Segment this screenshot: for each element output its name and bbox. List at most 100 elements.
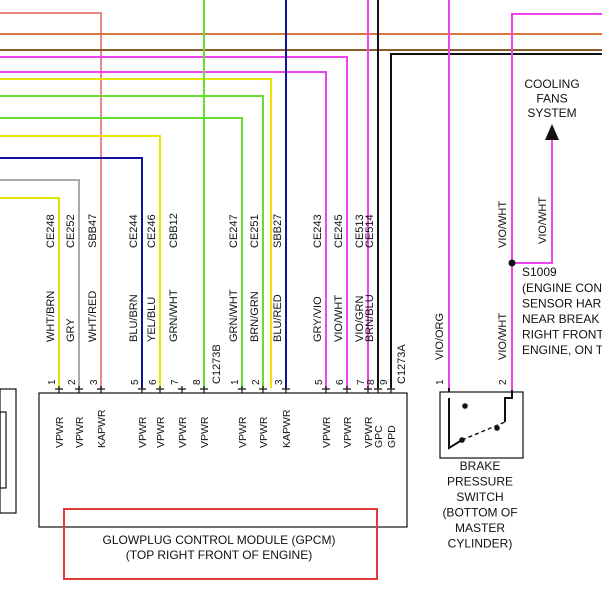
gpcm-pin-5-wire-color: YEL/BLU (146, 297, 158, 342)
gpcm-pin-6-terminal (178, 386, 186, 393)
wire-gray-bus (0, 179, 80, 388)
gpcm-pin-3-wire-color: WHT/RED (87, 291, 99, 342)
gpcm-module-box (38, 392, 408, 528)
gpcm-pin-6-wire-color: GRN/WHT (168, 289, 180, 342)
brake-switch-pivot-1 (462, 403, 468, 409)
gpcm-pin-8-wire-color: GRN/WHT (228, 289, 240, 342)
brake-switch-pivot-3 (494, 425, 500, 431)
gpcm-pin-14-number: 8 (366, 379, 377, 385)
gpcm-pin-15-function: GPD (386, 425, 398, 448)
gpcm-pin-3-circuit: SBB47 (87, 214, 99, 248)
gpcm-pin-9-terminal (259, 386, 267, 393)
gpcm-pin-14-terminal (374, 386, 382, 393)
gpcm-pin-8-function: VPWR (237, 416, 249, 448)
brake-label-line-1: BRAKE (460, 459, 501, 473)
gpcm-pin-10-circuit: SBB27 (272, 214, 284, 248)
gpcm-pin-15-terminal (387, 386, 395, 393)
gpcm-pin-8-circuit: CE247 (228, 214, 240, 248)
gpcm-pin-1-number: 1 (47, 379, 58, 385)
gpcm-pin-6-number: 7 (170, 379, 181, 385)
wire-green-bus (0, 95, 264, 388)
wire-blue-brown-bus (0, 157, 143, 388)
gpcm-pin-12-wire-color: VIO/WHT (333, 295, 345, 342)
gpcm-pin-10-function: KAPWR (281, 409, 293, 448)
gpcm-pin-1-circuit: CE248 (45, 214, 57, 248)
gpcm-pin-2-number: 2 (67, 379, 78, 385)
splice-desc-line-1: (ENGINE CONT (522, 281, 602, 295)
up-arrow-icon (545, 124, 559, 140)
brake-switch-box (439, 391, 524, 459)
gpcm-pin-9-function: VPWR (258, 416, 270, 448)
wire-yellow-blue-bus (0, 135, 161, 388)
brake-wire-2-color: VIO/WHT (497, 313, 509, 360)
gpcm-pin-8-terminal (238, 386, 246, 393)
gpcm-pin-1-terminal (55, 386, 63, 393)
wire-violet-white-bus (0, 56, 348, 388)
splice-desc-line-2: SENSOR HAR (522, 297, 602, 311)
gpcm-pin-13-number: 7 (356, 379, 367, 385)
wire-harness (0, 0, 602, 390)
gpcm-pin-12-circuit: CE245 (333, 214, 345, 248)
gpcm-highlight-box (63, 508, 378, 580)
gpcm-pin-14-circuit: CE514 (364, 214, 376, 248)
connector-c1273b: C1273B (211, 344, 223, 384)
gpcm-pin-15-number: 9 (379, 379, 390, 385)
gpcm-pin-7-function: VPWR (199, 416, 211, 448)
wire-green-white-bus (0, 117, 243, 388)
left-component-box (0, 388, 17, 514)
gpcm-pin-4-number: 5 (130, 379, 141, 385)
gpcm-pin-1-wire-color: WHT/BRN (45, 291, 57, 342)
gpcm-pin-1-function: VPWR (54, 416, 66, 448)
brake-pin-1: 1 (435, 379, 446, 385)
gpcm-pin-12-terminal (343, 386, 351, 393)
gpcm-pin-12-function: VPWR (342, 416, 354, 448)
gpcm-pin-5-number: 6 (148, 379, 159, 385)
gpcm-pin-8-number: 1 (230, 379, 241, 385)
splice-dot (508, 259, 516, 267)
gpcm-pin-5-function: VPWR (155, 416, 167, 448)
gpcm-pin-11-wire-color: GRY/VIO (312, 296, 324, 342)
wire-white-brown-bus (0, 197, 60, 388)
gpcm-pin-4-wire-color: BLU/BRN (128, 294, 140, 342)
gpcm-pin-4-terminal (138, 386, 146, 393)
brake-pressure-switch: 1 2 VIO/ORG VIO/WHT BRAKEPRESSURESWITCH(… (434, 313, 524, 551)
brake-label-line-4: (BOTTOM OF (442, 506, 517, 520)
splice-desc-line-5: ENGINE, ON T (522, 343, 602, 357)
gpcm-name: GLOWPLUG CONTROL MODULE (GPCM) (103, 533, 336, 547)
connector-c1273a: C1273A (396, 344, 408, 384)
brake-wire-1-color: VIO/ORG (434, 313, 446, 360)
gpcm-pin-7-number: 8 (192, 379, 203, 385)
gpcm-pin-5-circuit: CE246 (146, 214, 158, 248)
gpcm-pin-2-wire-color: GRY (65, 318, 77, 342)
cooling-fans-line-1: COOLING (524, 77, 579, 91)
gpcm-pin-3-number: 3 (89, 379, 100, 385)
gpcm-pin-9-wire-color: BRN/GRN (249, 291, 261, 342)
left-component-inner (0, 411, 7, 489)
brake-switch-contact (461, 421, 506, 441)
splice-arrow-wire-color: VIO/WHT (537, 197, 549, 244)
gpcm-pin-14-wire-color: BRN/BLU (364, 294, 376, 342)
gpcm-pin-9-circuit: CE251 (249, 214, 261, 248)
gpcm-pin-10-wire-color: BLU/RED (272, 294, 284, 342)
gpcm-pin-6-circuit: CBB12 (168, 213, 180, 248)
brake-label-line-6: CYLINDER) (448, 537, 513, 551)
gpcm-pin-14-function: GPC (373, 425, 385, 448)
gpcm-pin-11-terminal (322, 386, 330, 393)
wire-violet-white-arrow (512, 140, 553, 264)
gpcm-pin-6-function: VPWR (177, 416, 189, 448)
splice-desc-line-3: NEAR BREAK (522, 312, 599, 326)
splice-desc-line-4: RIGHT FRONT (522, 328, 602, 342)
brake-label-line-5: MASTER (455, 521, 505, 535)
wire-white-red-bus (0, 12, 102, 388)
wire-gray-violet-bus (0, 71, 327, 388)
gpcm-pin-10-number: 3 (274, 379, 285, 385)
gpcm-pin-13-wire-color: VIO/GRN (354, 295, 366, 342)
gpcm-pin-10-terminal (282, 386, 290, 393)
brake-switch-pivot-2 (459, 437, 465, 443)
gpcm-pin-11-function: VPWR (321, 416, 333, 448)
splice-upper-wire-color: VIO/WHT (497, 201, 509, 248)
brake-label-line-3: SWITCH (456, 490, 503, 504)
